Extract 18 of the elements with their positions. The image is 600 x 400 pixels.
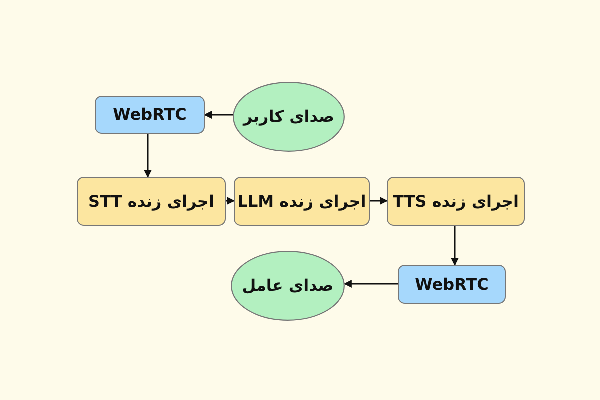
node-label: صدای کاربر xyxy=(244,107,334,127)
process-box xyxy=(77,177,226,226)
arrow xyxy=(226,197,235,205)
node-label: اجرای زنده STT xyxy=(88,192,214,212)
process-box xyxy=(387,177,525,226)
arrow xyxy=(204,111,234,119)
node-label: WebRTC xyxy=(415,274,489,294)
arrow xyxy=(344,280,398,288)
node-label: اجرای زنده TTS xyxy=(393,192,519,212)
process-box xyxy=(95,96,205,134)
node-label: صدای عامل xyxy=(242,276,334,296)
node-label: WebRTC xyxy=(113,105,187,125)
process-box xyxy=(234,177,370,226)
arrow xyxy=(144,134,152,178)
arrow xyxy=(370,197,388,205)
process-box xyxy=(398,265,506,304)
node-label: اجرای زنده LLM xyxy=(238,192,366,212)
arrow xyxy=(451,226,459,266)
